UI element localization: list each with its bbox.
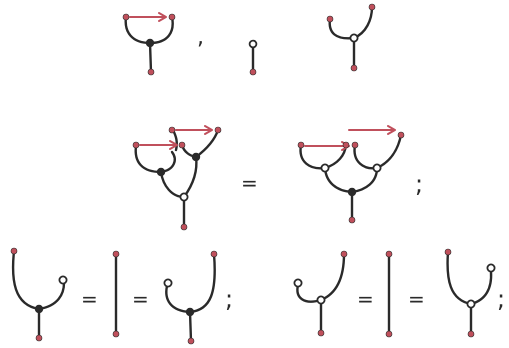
comma-separator: , <box>197 25 204 50</box>
equals-sign: = <box>408 287 425 311</box>
equation-lhs <box>132 125 222 231</box>
identity-wire <box>385 250 393 338</box>
generator-multiplication-black <box>122 12 176 76</box>
equals-sign: = <box>81 287 98 311</box>
semicolon-separator: ; <box>225 285 233 313</box>
semicolon-separator: ; <box>415 170 423 198</box>
generator-comultiplication-white <box>326 3 376 72</box>
equation-rhs <box>297 125 405 224</box>
equals-sign: = <box>357 287 374 311</box>
left-counit-lhs <box>293 250 348 337</box>
equals-sign: = <box>132 287 149 311</box>
identity-wire <box>112 250 120 338</box>
semicolon-separator: ; <box>497 285 505 313</box>
right-counit-rhs <box>444 248 496 338</box>
left-unit-lhs <box>10 247 68 342</box>
right-unit-rhs <box>163 250 218 345</box>
equals-sign: = <box>241 171 258 195</box>
generator-unit-white <box>248 39 258 76</box>
